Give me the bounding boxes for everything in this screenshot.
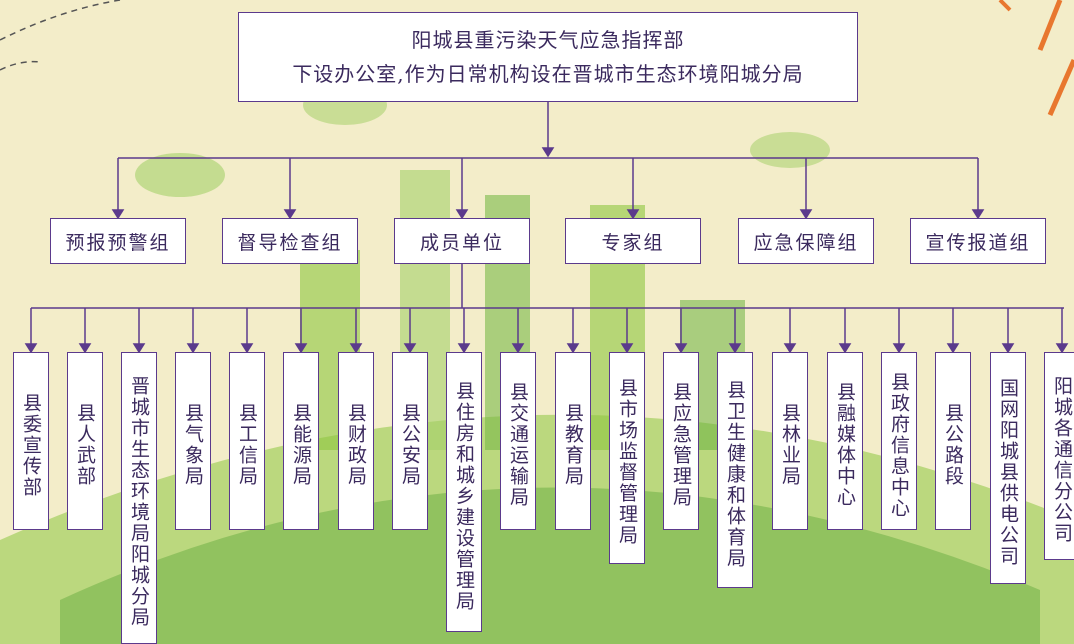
member-unit-box: 县财政局 [338, 352, 374, 530]
member-unit-box: 晋城市生态环境局阳城分局 [121, 352, 157, 644]
member-unit-box: 县政府信息中心 [881, 352, 917, 530]
member-unit-box: 县卫生健康和体育局 [717, 352, 753, 588]
header-line-1: 阳城县重污染天气应急指挥部 [411, 28, 685, 52]
header-line-2: 下设办公室,作为日常机构设在晋城市生态环境阳城分局 [292, 62, 804, 86]
member-unit-box: 县工信局 [229, 352, 265, 530]
group-supervision-inspection: 督导检查组 [222, 218, 358, 264]
member-unit-box: 县人武部 [67, 352, 103, 530]
member-unit-box: 县应急管理局 [663, 352, 699, 530]
member-unit-box: 县能源局 [283, 352, 319, 530]
member-unit-box: 县委宣传部 [13, 352, 49, 530]
command-headquarters-box: 阳城县重污染天气应急指挥部 下设办公室,作为日常机构设在晋城市生态环境阳城分局 [238, 12, 858, 102]
member-unit-box: 县林业局 [772, 352, 808, 530]
member-unit-box: 县气象局 [175, 352, 211, 530]
group-emergency-support: 应急保障组 [738, 218, 874, 264]
member-unit-box: 县交通运输局 [500, 352, 536, 530]
group-forecast-warning: 预报预警组 [50, 218, 186, 264]
member-unit-box: 县公路段 [935, 352, 971, 530]
member-unit-box: 县教育局 [555, 352, 591, 530]
member-unit-box: 县市场监督管理局 [609, 352, 645, 564]
member-unit-box: 县公安局 [392, 352, 428, 530]
member-unit-box: 县融媒体中心 [827, 352, 863, 530]
member-unit-box: 阳城各通信分公司 [1044, 352, 1074, 560]
group-expert: 专家组 [565, 218, 701, 264]
group-member-units: 成员单位 [394, 218, 530, 264]
group-publicity-report: 宣传报道组 [910, 218, 1046, 264]
member-unit-box: 国网阳城县供电公司 [990, 352, 1026, 584]
member-unit-box: 县住房和城乡建设管理局 [446, 352, 482, 632]
